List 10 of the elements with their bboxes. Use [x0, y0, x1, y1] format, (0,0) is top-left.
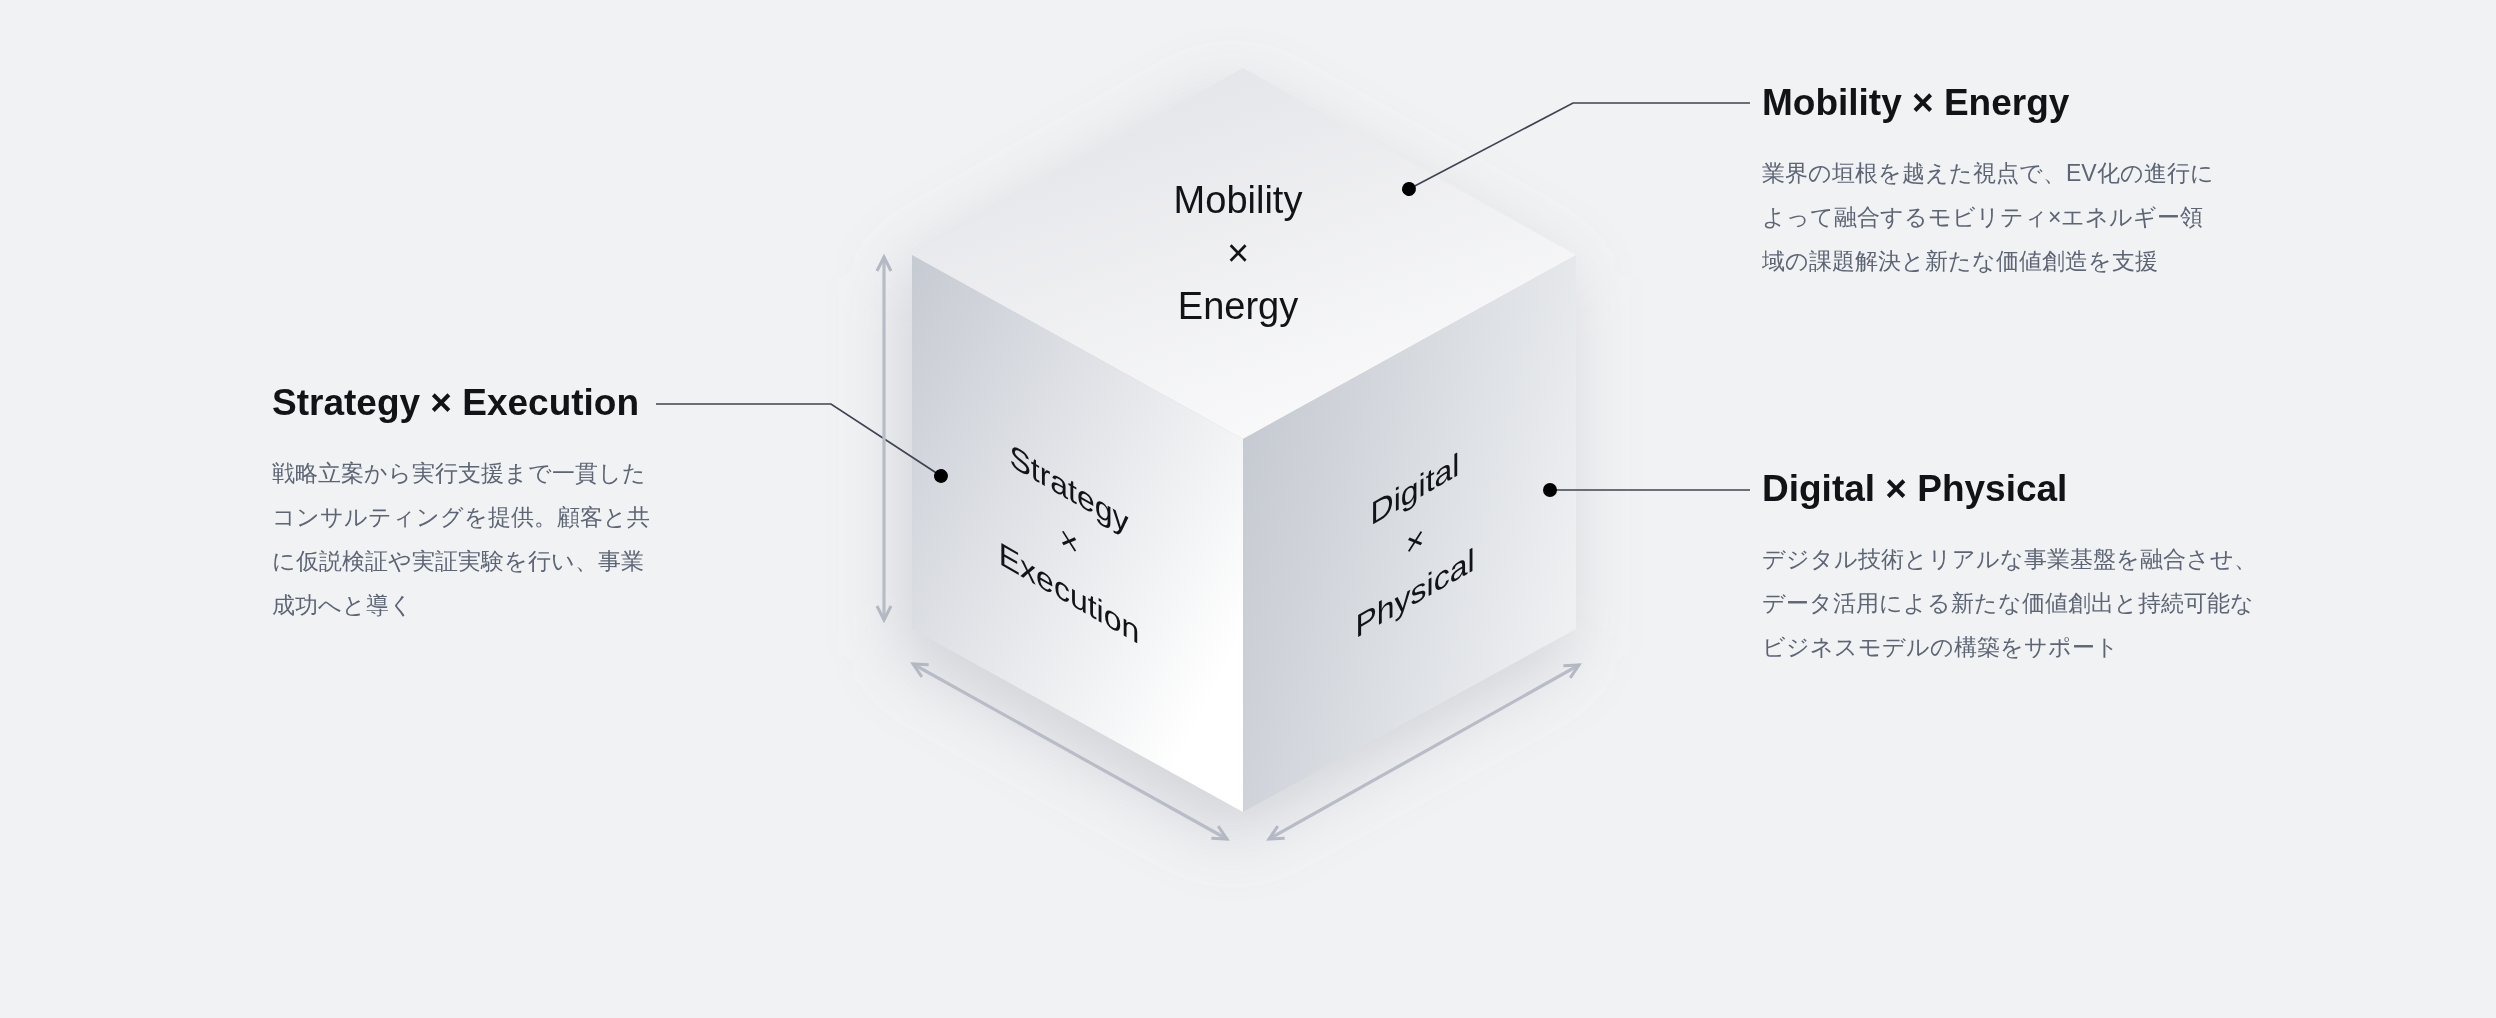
callout-heading: Strategy × Execution [272, 381, 640, 425]
leader-line [1543, 483, 1751, 497]
callout-description: 業界の垣根を越えた視点で、EV化の進行によって融合するモビリティ×エネルギー領域の課題解決と新たな価値創造を支援 [1762, 159, 2215, 276]
leader-line [1402, 102, 1751, 196]
callout-description: デジタル技術とリアルな事業基盤を融合させ、データ活用による新たな価値創出と持続可能なビジネスモデルの構築をサポート [1762, 545, 2258, 662]
face-label: Mobility × Energy [1173, 177, 1303, 329]
callout-heading: Digital × Physical [1762, 467, 2068, 511]
callout-description: 戦略立案から実行支援まで一貫したコンサルティングを提供。顧客と共に仮説検証や実証実験を行い、事業成功へと導く [272, 459, 651, 620]
leader-line [655, 403, 948, 483]
callout-heading: Mobility × Energy [1762, 81, 2070, 125]
